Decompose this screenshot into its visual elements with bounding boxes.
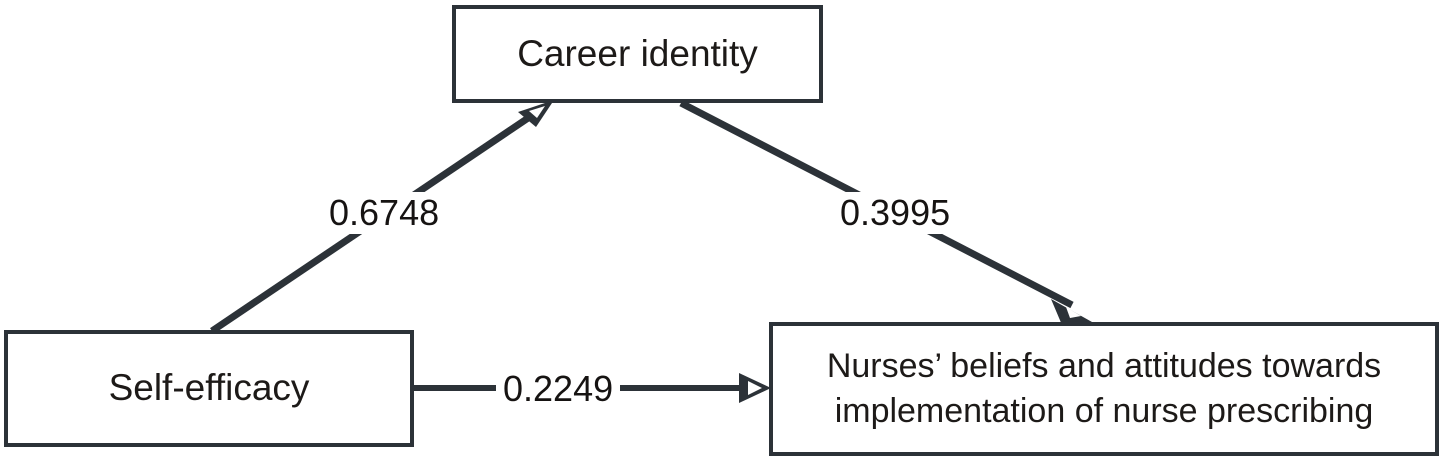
- edge-c-path-coefficient: 0.2249: [496, 368, 621, 410]
- node-self-efficacy[interactable]: Self-efficacy: [4, 330, 414, 447]
- node-career-identity[interactable]: Career identity: [452, 5, 823, 103]
- node-nurses-beliefs-attitudes-label: Nurses’ beliefs and attitudes towards im…: [826, 347, 1382, 430]
- edge-b-path-arrowhead-inner: [1066, 307, 1081, 318]
- edge-a-path-coefficient: 0.6748: [322, 192, 447, 234]
- node-career-identity-label: Career identity: [517, 32, 758, 74]
- edge-a-path-arrowhead-inner: [529, 106, 545, 118]
- edge-b-path-coefficient: 0.3995: [833, 192, 958, 234]
- node-nurses-beliefs-attitudes[interactable]: Nurses’ beliefs and attitudes towards im…: [769, 322, 1439, 456]
- edge-c-path-arrowhead-inner: [748, 381, 762, 395]
- node-self-efficacy-label: Self-efficacy: [108, 367, 310, 409]
